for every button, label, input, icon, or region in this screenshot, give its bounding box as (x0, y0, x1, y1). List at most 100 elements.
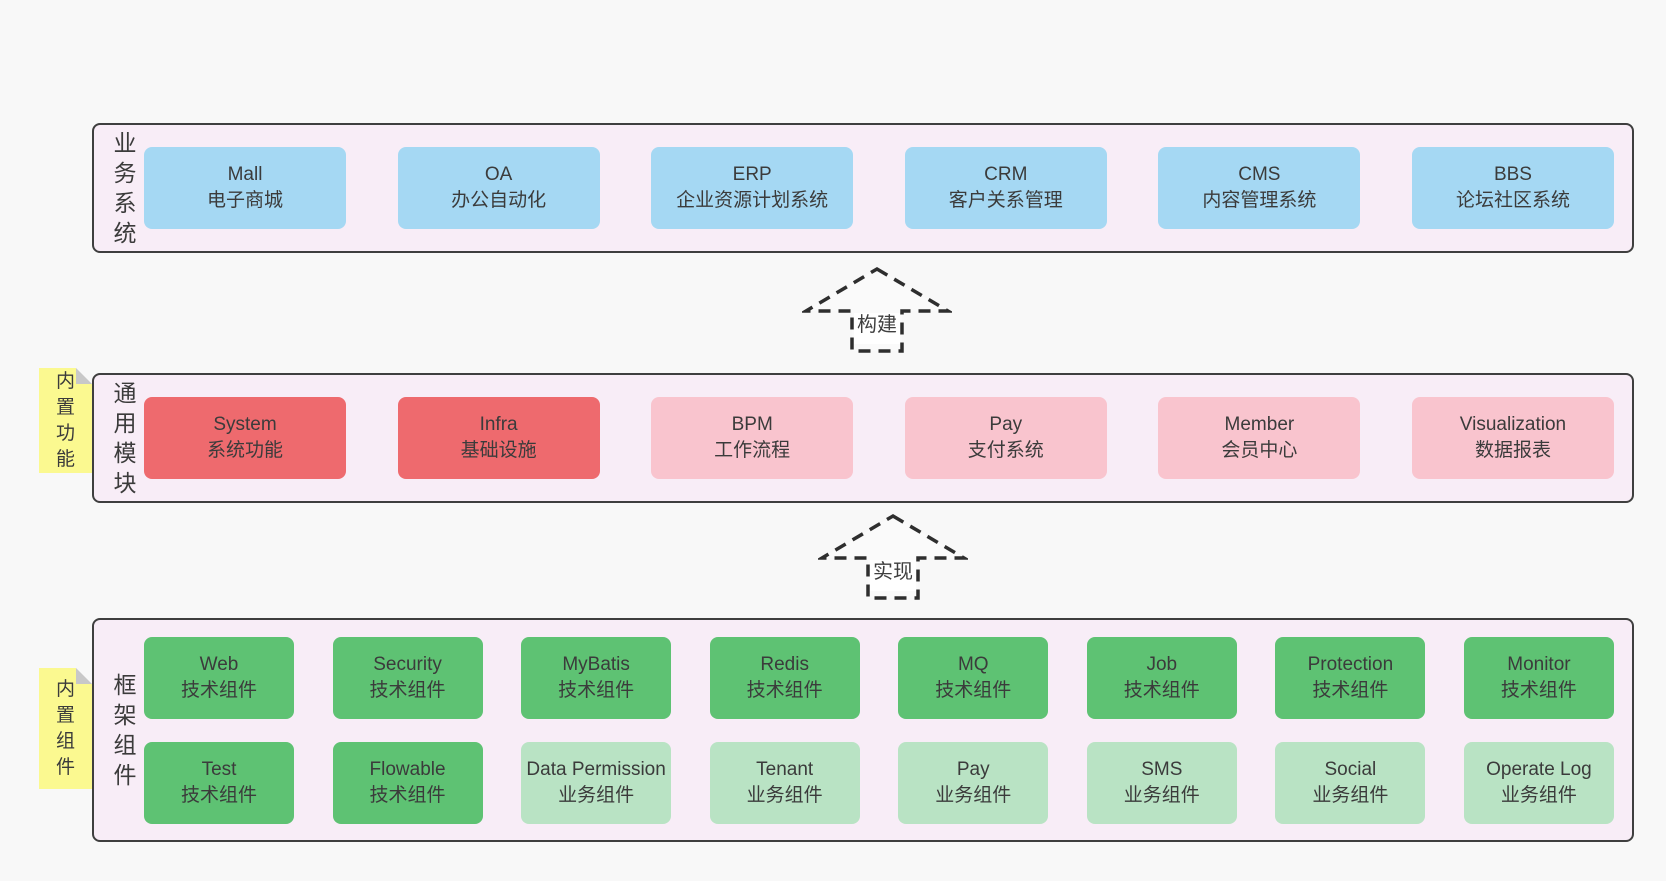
box-title: OA (484, 164, 513, 185)
box-subtitle: 会员中心 (1221, 440, 1298, 461)
box-title: Monitor (1507, 653, 1571, 675)
arrow-build: 构建 (802, 266, 952, 354)
box-web: Web 技术组件 (144, 636, 294, 719)
box-bbs: BBS 论坛社区系统 (1411, 147, 1614, 229)
box-title: Flowable (369, 758, 446, 780)
sticky-note-label: 内置组件 (55, 678, 75, 778)
box-subtitle: 数据报表 (1474, 440, 1551, 461)
folded-corner-icon (76, 368, 92, 384)
box-member: Member 会员中心 (1158, 397, 1361, 479)
box-title: Social (1324, 758, 1377, 780)
panel-business-systems: 业务系统 Mall 电子商城 OA 办公自动化 ERP 企业资源计划系统 CRM… (92, 123, 1634, 253)
box-title: Data Permission (526, 758, 666, 780)
box-title: Web (199, 653, 239, 675)
up-arrow-dashed-icon (802, 266, 952, 353)
box-pay-component: Pay 业务组件 (898, 741, 1049, 824)
box-subtitle: 支付系统 (967, 440, 1044, 461)
box-subtitle: 客户关系管理 (948, 190, 1063, 211)
box-bpm: BPM 工作流程 (651, 397, 854, 479)
folded-corner-icon (76, 668, 92, 684)
box-subtitle: 系统功能 (206, 440, 283, 461)
box-subtitle: 技术组件 (1312, 679, 1389, 701)
box-data-permission: Data Permission 业务组件 (521, 741, 672, 824)
box-title: ERP (732, 164, 772, 185)
box-title: Visualization (1459, 414, 1567, 435)
components-box-row-1: Web 技术组件 Security 技术组件 MyBatis 技术组件 Redi… (144, 636, 1614, 719)
box-pay-module: Pay 支付系统 (904, 397, 1107, 479)
panel-framework-components: 框架组件 Web 技术组件 Security 技术组件 MyBatis 技术组件… (92, 618, 1634, 842)
box-infra: Infra 基础设施 (397, 397, 600, 479)
box-visualization: Visualization 数据报表 (1411, 397, 1614, 479)
box-mq: MQ 技术组件 (898, 636, 1049, 719)
box-title: Job (1146, 653, 1178, 675)
box-subtitle: 业务组件 (746, 784, 823, 806)
business-box-row: Mall 电子商城 OA 办公自动化 ERP 企业资源计划系统 CRM 客户关系… (144, 147, 1632, 229)
box-title: Test (201, 758, 237, 780)
box-test: Test 技术组件 (144, 741, 294, 824)
box-title: CRM (984, 164, 1028, 185)
box-system: System 系统功能 (144, 397, 346, 479)
up-arrow-dashed-icon (818, 513, 968, 600)
box-job: Job 技术组件 (1086, 636, 1237, 719)
box-tenant: Tenant 业务组件 (709, 741, 860, 824)
box-title: BPM (731, 414, 773, 435)
panel-business-label: 业务系统 (113, 130, 137, 246)
panel-modules-label: 通用模块 (113, 380, 137, 496)
box-subtitle: 工作流程 (714, 440, 791, 461)
box-subtitle: 企业资源计划系统 (676, 190, 829, 211)
arrow-implement: 实现 (818, 513, 968, 601)
box-title: SMS (1141, 758, 1183, 780)
sticky-note-builtin-components: 内置组件 (39, 668, 92, 789)
box-title: System (213, 414, 277, 435)
box-subtitle: 业务组件 (558, 784, 635, 806)
box-title: MQ (957, 653, 989, 675)
box-mall: Mall 电子商城 (144, 147, 346, 229)
box-title: Tenant (756, 758, 814, 780)
box-subtitle: 技术组件 (180, 679, 257, 701)
box-subtitle: 业务组件 (1123, 784, 1200, 806)
sticky-note-label: 内置功能 (55, 370, 75, 470)
box-subtitle: 技术组件 (1500, 679, 1577, 701)
box-subtitle: 技术组件 (180, 784, 257, 806)
box-subtitle: 业务组件 (1312, 784, 1389, 806)
box-oa: OA 办公自动化 (397, 147, 600, 229)
box-subtitle: 技术组件 (1123, 679, 1200, 701)
box-subtitle: 技术组件 (369, 784, 446, 806)
box-title: Mall (227, 164, 263, 185)
box-social: Social 业务组件 (1275, 741, 1426, 824)
box-sms: SMS 业务组件 (1086, 741, 1237, 824)
box-subtitle: 论坛社区系统 (1455, 190, 1570, 211)
box-title: CMS (1238, 164, 1281, 185)
box-subtitle: 技术组件 (369, 679, 446, 701)
box-redis: Redis 技术组件 (709, 636, 860, 719)
box-title: Operate Log (1486, 758, 1592, 780)
box-subtitle: 技术组件 (558, 679, 635, 701)
box-subtitle: 内容管理系统 (1202, 190, 1317, 211)
box-subtitle: 业务组件 (1500, 784, 1577, 806)
arrow-build-label: 构建 (854, 313, 900, 344)
box-protection: Protection 技术组件 (1275, 636, 1426, 719)
box-subtitle: 业务组件 (935, 784, 1012, 806)
box-title: Infra (479, 414, 518, 435)
box-cms: CMS 内容管理系统 (1158, 147, 1361, 229)
box-subtitle: 电子商城 (206, 190, 283, 211)
box-subtitle: 技术组件 (935, 679, 1012, 701)
box-erp: ERP 企业资源计划系统 (651, 147, 854, 229)
components-rows: Web 技术组件 Security 技术组件 MyBatis 技术组件 Redi… (144, 636, 1632, 824)
box-crm: CRM 客户关系管理 (904, 147, 1107, 229)
box-mybatis: MyBatis 技术组件 (521, 636, 672, 719)
box-title: Protection (1307, 653, 1394, 675)
panel-components-label: 框架组件 (113, 672, 137, 788)
arrow-implement-label: 实现 (870, 560, 916, 591)
box-operate-log: Operate Log 业务组件 (1463, 741, 1614, 824)
box-title: Security (373, 653, 442, 675)
box-title: MyBatis (562, 653, 630, 675)
components-box-row-2: Test 技术组件 Flowable 技术组件 Data Permission … (144, 741, 1614, 824)
box-subtitle: 技术组件 (746, 679, 823, 701)
box-title: Member (1224, 414, 1295, 435)
box-title: Pay (989, 414, 1023, 435)
box-subtitle: 基础设施 (460, 440, 537, 461)
box-title: Pay (956, 758, 990, 780)
sticky-note-builtin-features: 内置功能 (39, 368, 92, 473)
